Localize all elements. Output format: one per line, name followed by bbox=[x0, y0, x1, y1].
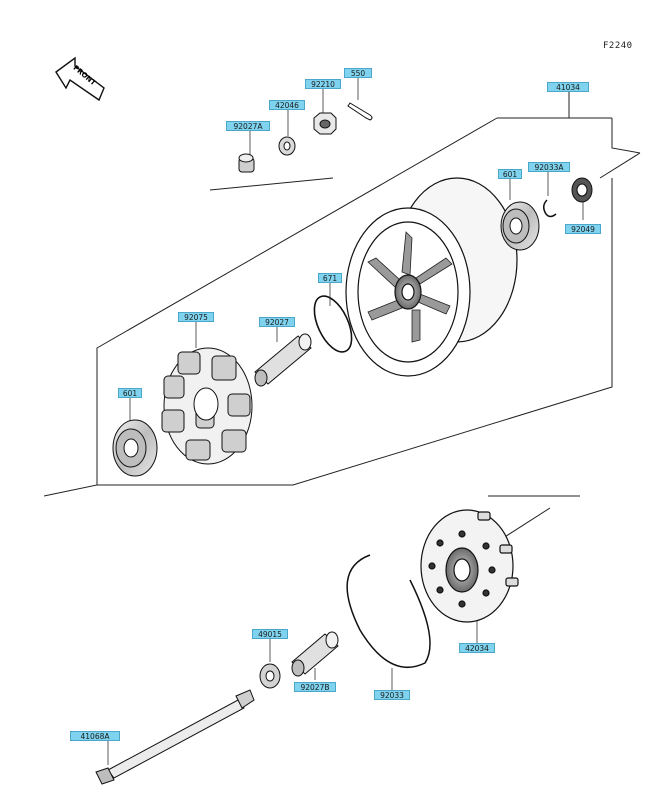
callout-41034[interactable]: 41034 bbox=[547, 82, 589, 92]
collar-92027 bbox=[254, 333, 312, 387]
callout-42046[interactable]: 42046 bbox=[269, 100, 305, 110]
seal-92049 bbox=[571, 177, 593, 203]
collar-92027A bbox=[238, 153, 255, 173]
callout-92027[interactable]: 92027 bbox=[259, 317, 295, 327]
front-arrow-icon: FRONT bbox=[55, 56, 105, 102]
callout-92027A[interactable]: 92027A bbox=[226, 121, 270, 131]
callout-41068A[interactable]: 41068A bbox=[70, 731, 120, 741]
callout-49015[interactable]: 49015 bbox=[252, 629, 288, 639]
washer-42046 bbox=[278, 136, 296, 156]
damper-92075 bbox=[161, 347, 253, 465]
callout-601-lower[interactable]: 601 bbox=[118, 388, 142, 398]
washer-49015 bbox=[259, 663, 281, 689]
callout-92033[interactable]: 92033 bbox=[374, 690, 410, 700]
callout-601-upper[interactable]: 601 bbox=[498, 169, 522, 179]
callout-671[interactable]: 671 bbox=[318, 273, 342, 283]
callout-92033A[interactable]: 92033A bbox=[528, 162, 570, 172]
callout-92210[interactable]: 92210 bbox=[305, 79, 341, 89]
bearing-upper bbox=[500, 201, 540, 251]
circlip-92033 bbox=[346, 554, 431, 668]
bearing-lower bbox=[112, 419, 158, 477]
sprocket-hub bbox=[420, 509, 519, 623]
cotter-pin bbox=[347, 102, 373, 121]
callout-550[interactable]: 550 bbox=[344, 68, 372, 78]
axle-41068A bbox=[95, 689, 255, 785]
collar-92027B bbox=[291, 631, 339, 677]
callout-42034[interactable]: 42034 bbox=[459, 643, 495, 653]
callout-92027B[interactable]: 92027B bbox=[294, 682, 336, 692]
callout-92049[interactable]: 92049 bbox=[565, 224, 601, 234]
castle-nut bbox=[313, 112, 337, 135]
assembly-outline bbox=[43, 92, 641, 497]
figure-code: F2240 bbox=[603, 41, 633, 51]
callout-92075[interactable]: 92075 bbox=[178, 312, 214, 322]
o-ring-671 bbox=[313, 295, 353, 353]
circlip-92033A bbox=[543, 199, 557, 218]
wheel-rim bbox=[345, 177, 518, 377]
lower-outline bbox=[488, 495, 580, 541]
leader-lines bbox=[107, 78, 584, 765]
